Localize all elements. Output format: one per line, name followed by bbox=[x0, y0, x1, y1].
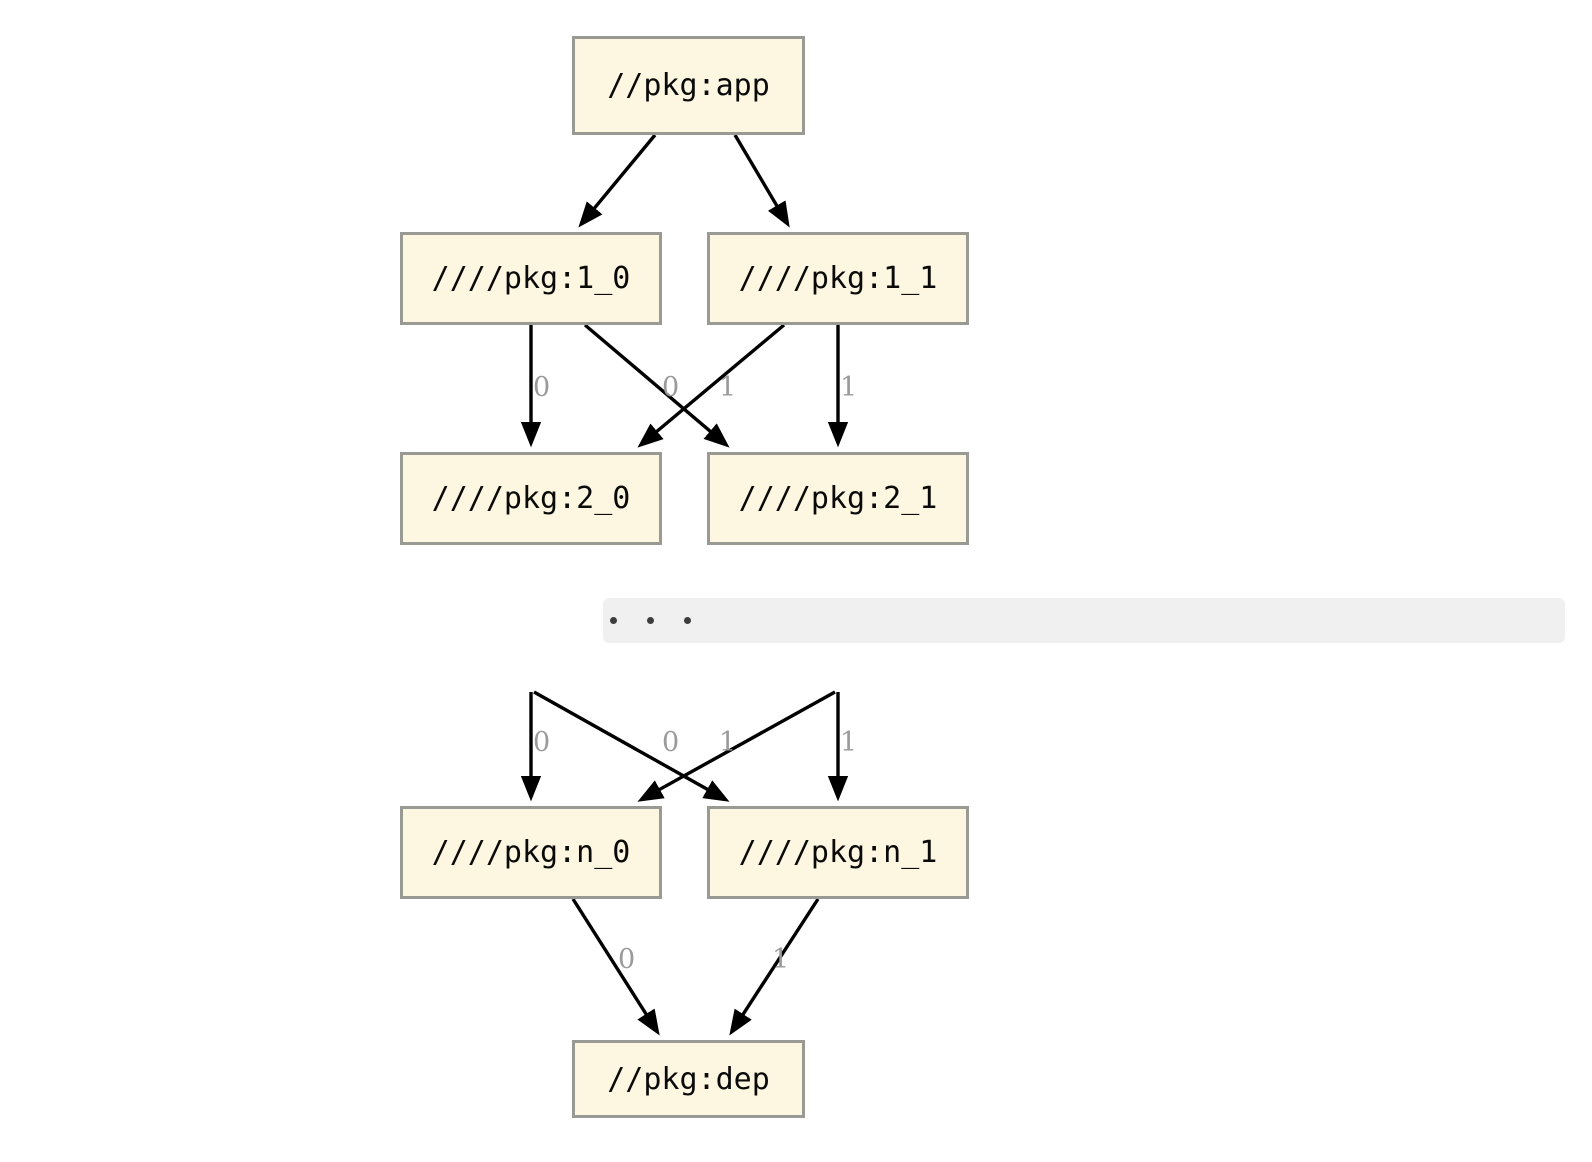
edge-label: 1 bbox=[840, 727, 858, 758]
graph-node-dep[interactable]: //pkg:dep bbox=[572, 1040, 805, 1118]
edge-label: 0 bbox=[618, 944, 636, 975]
ellipsis-dots bbox=[610, 617, 691, 624]
graph-node-label: //pkg:app bbox=[607, 68, 770, 103]
graph-node-l1_1[interactable]: ////pkg:1_1 bbox=[707, 232, 969, 325]
graph-node-l2_0[interactable]: ////pkg:2_0 bbox=[400, 452, 662, 545]
graph-node-label: ////pkg:n_1 bbox=[738, 835, 938, 870]
graph-edge-ln_0-to-dep bbox=[571, 898, 660, 1036]
graph-node-label: //pkg:dep bbox=[607, 1061, 770, 1097]
graph-node-l2_1[interactable]: ////pkg:2_1 bbox=[707, 452, 969, 545]
graph-edge-hidden_a-to-ln_1 bbox=[533, 690, 730, 802]
edges-group bbox=[520, 133, 849, 1036]
graph-node-label: ////pkg:n_0 bbox=[431, 835, 631, 870]
ellipsis-dot bbox=[684, 617, 691, 624]
edge-label: 1 bbox=[772, 944, 790, 975]
edge-label: 0 bbox=[662, 727, 680, 758]
graph-edge-app-to-l1_0 bbox=[578, 133, 657, 228]
graph-edge-ln_1-to-dep bbox=[729, 898, 820, 1036]
graph-node-ln_0[interactable]: ////pkg:n_0 bbox=[400, 806, 662, 899]
edge-label: 0 bbox=[533, 372, 551, 403]
edge-label: 1 bbox=[719, 372, 737, 403]
graph-edge-l1_1-to-l2_0 bbox=[637, 323, 786, 448]
graph-node-label: ////pkg:1_1 bbox=[738, 261, 938, 296]
graph-node-l1_0[interactable]: ////pkg:1_0 bbox=[400, 232, 662, 325]
graph-node-label: ////pkg:2_1 bbox=[738, 481, 938, 516]
graph-edge-app-to-l1_1 bbox=[733, 134, 790, 228]
edge-label: 1 bbox=[840, 372, 858, 403]
edge-label: 0 bbox=[533, 727, 551, 758]
edge-label: 1 bbox=[719, 727, 737, 758]
graph-edge-hidden_b-to-ln_0 bbox=[637, 690, 836, 802]
graph-node-app[interactable]: //pkg:app bbox=[572, 36, 805, 135]
graph-node-label: ////pkg:2_0 bbox=[431, 481, 631, 516]
graph-node-ln_1[interactable]: ////pkg:n_1 bbox=[707, 806, 969, 899]
ellipsis-separator-bar bbox=[603, 598, 1565, 643]
ellipsis-dot bbox=[610, 617, 617, 624]
ellipsis-dot bbox=[647, 617, 654, 624]
graph-node-label: ////pkg:1_0 bbox=[431, 261, 631, 296]
edge-label: 0 bbox=[662, 372, 680, 403]
graph-edge-l1_0-to-l2_1 bbox=[583, 323, 730, 448]
